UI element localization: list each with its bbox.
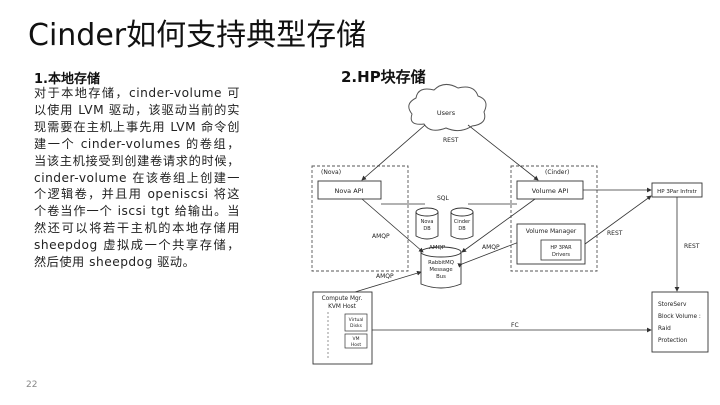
rest-link-driver xyxy=(584,195,652,245)
amqp-mid1-label: AMQP xyxy=(429,245,446,251)
storeserv-label-3: Raid xyxy=(658,326,671,332)
hp-block-storage-heading: 2.HP块存储 xyxy=(341,68,426,86)
nova-db-label-1: Nova xyxy=(421,219,434,225)
vm-label-1: VM xyxy=(353,336,360,342)
cinder-db-cylinder: Cinder DB xyxy=(450,207,474,240)
amqp-lower-label: AMQP xyxy=(376,273,394,280)
storeserv-label-4: Protection xyxy=(658,338,688,344)
nova-frame-label: (Nova) xyxy=(321,169,341,176)
compute-label-2: KVM Host xyxy=(328,304,357,310)
volume-manager-label: Volume Manager xyxy=(526,228,577,235)
rest-mid-label: REST xyxy=(607,230,623,237)
vm-box xyxy=(344,333,368,349)
users-label: Users xyxy=(437,109,456,117)
fc-label: FC xyxy=(511,322,519,329)
nova-frame xyxy=(311,165,409,272)
page-number: 22 xyxy=(26,380,38,390)
virtual-disk-label-2: Disks xyxy=(350,323,363,329)
storeserv-label-2: Block Volume : xyxy=(658,314,701,320)
storeserv-label-1: StoreServ xyxy=(658,302,687,308)
amqp-link-nova xyxy=(361,198,424,253)
cinder-db-label-2: DB xyxy=(458,226,466,232)
vm-label-2: Host xyxy=(351,342,361,348)
slide-title: Cinder如何支持典型存储 xyxy=(28,18,367,53)
nova-api-label: Nova API xyxy=(334,187,363,195)
local-storage-description: 对于本地存储，cinder-volume 可以使用 LVM 驱动，该驱动当前的实… xyxy=(34,86,240,270)
nova-db-label-2: DB xyxy=(423,226,431,232)
virtual-disk-label-1: Virtual xyxy=(349,317,364,323)
arrow-users-nova xyxy=(361,124,426,181)
arrow-users-cinder xyxy=(467,124,539,181)
bus-label-1: RabbitMQ xyxy=(428,260,454,266)
compute-label-1: Compute Mgr. xyxy=(322,296,363,302)
message-bus-cylinder: RabbitMQ Message Bus xyxy=(420,246,462,289)
amqp-mid2-label: AMQP xyxy=(482,244,500,251)
bus-label-3: Bus xyxy=(436,274,446,280)
amqp-link-cinder xyxy=(461,198,536,253)
volume-api-label: Volume API xyxy=(532,187,569,195)
amqp-link-compute xyxy=(354,270,422,293)
cinder-frame xyxy=(510,165,598,272)
sql-label: SQL xyxy=(437,195,450,202)
hp-driver-label-2: Drivers xyxy=(552,252,570,258)
hp-driver-label-1: HP 3PAR xyxy=(550,245,572,251)
users-cloud: Users xyxy=(408,84,487,132)
cinder-db-label-1: Cinder xyxy=(454,219,471,225)
bus-label-2: Message xyxy=(429,267,452,273)
amqp-link-volume-manager xyxy=(457,241,520,268)
hp-driver-box xyxy=(540,239,582,261)
storeserv-box xyxy=(651,291,709,353)
hp-3par-infra-label: HP 3Par Infrstr xyxy=(657,189,697,195)
nova-api-box xyxy=(317,180,382,200)
nova-db-cylinder: Nova DB xyxy=(415,207,439,240)
local-storage-heading: 1.本地存储 xyxy=(34,72,100,87)
cinder-frame-label: (Cinder) xyxy=(545,169,569,176)
virtual-disk-box xyxy=(344,313,368,332)
rest-top-label: REST xyxy=(443,137,459,144)
amqp-left-label: AMQP xyxy=(372,233,390,240)
rest-right-label: REST xyxy=(684,243,700,250)
